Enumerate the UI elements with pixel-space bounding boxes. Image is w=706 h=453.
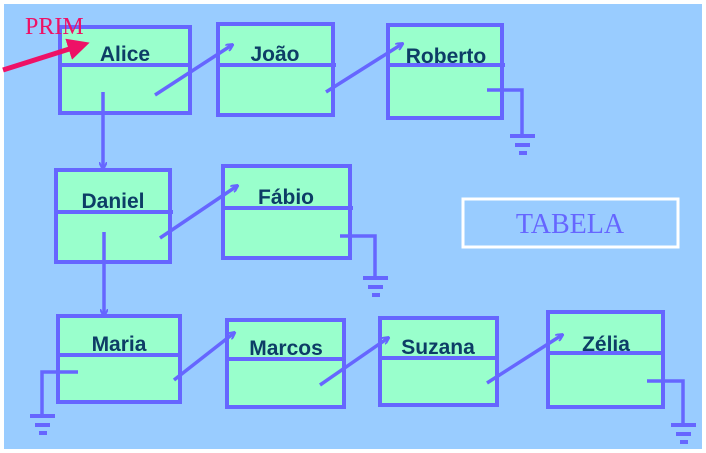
node-label: Alice (100, 43, 150, 66)
tabela-box: TABELA (461, 197, 680, 249)
null-ground-icon (340, 234, 388, 297)
prim-pointer-arrow (2, 38, 90, 73)
null-ground-icon (30, 370, 78, 435)
null-ground-icon (647, 379, 696, 444)
node-label: Maria (92, 333, 147, 356)
link-arrow-suzana-zelia (486, 335, 562, 385)
node-label: Fábio (258, 186, 314, 209)
node-suzana: Suzana (378, 316, 499, 407)
node-label: Marcos (249, 337, 323, 360)
node-maria: Maria (56, 314, 182, 404)
link-arrow-daniel-fabio (159, 186, 237, 240)
link-arrow-alice-joao (154, 45, 232, 97)
link-arrow-maria-marcos (172, 333, 234, 382)
link-arrow-marcos-suzana (319, 338, 388, 387)
node-label: Suzana (401, 336, 475, 359)
node-marcos: Marcos (225, 318, 346, 409)
node-zelia: Zélia (546, 310, 665, 409)
link-arrow-joao-roberto (325, 44, 402, 94)
node-label: João (250, 43, 299, 66)
prim-label: PRIM (25, 14, 84, 40)
node-label: Roberto (406, 45, 487, 68)
node-label: Zélia (582, 333, 630, 356)
null-ground-icon (487, 88, 535, 155)
tabela-label: TABELA (516, 209, 625, 240)
node-daniel: Daniel (54, 168, 173, 264)
node-fabio: Fábio (221, 164, 353, 260)
node-label: Daniel (81, 190, 144, 213)
node-joao: João (216, 22, 336, 117)
node-roberto: Roberto (386, 23, 505, 120)
